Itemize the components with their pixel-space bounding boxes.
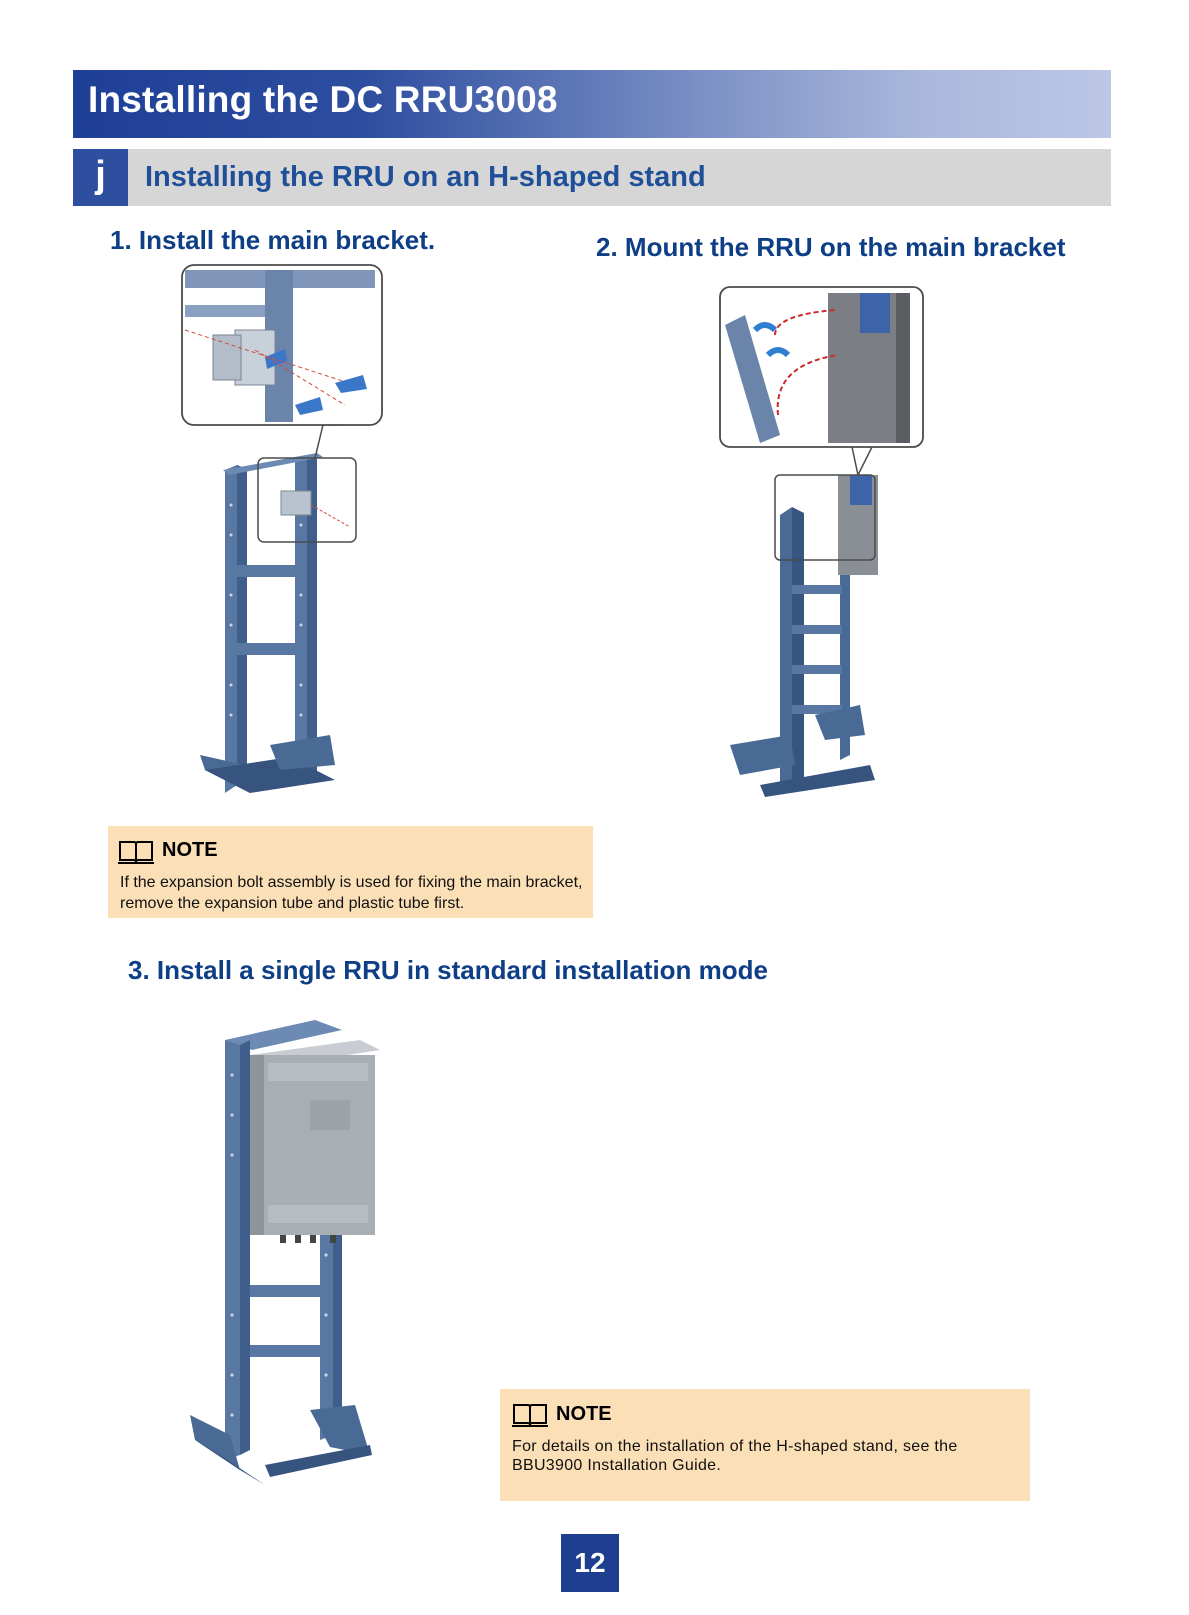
step-3-heading: 3. Install a single RRU in standard inst…: [128, 955, 769, 985]
page-number: 12: [574, 1547, 606, 1578]
step-1-heading: 1. Install the main bracket.: [110, 225, 436, 255]
note-box-1: [108, 826, 593, 918]
page-title: Installing the DC RRU3008: [88, 79, 558, 120]
note-1-title: NOTE: [162, 839, 218, 861]
single-rru-illustration: [190, 1020, 380, 1485]
page-number-box: [561, 1534, 619, 1592]
note-2-title: NOTE: [556, 1403, 612, 1425]
section-marker-letter: j: [95, 154, 106, 196]
note-box-2: [500, 1389, 1030, 1501]
main-bracket-illustration: [181, 264, 383, 793]
note-1-text: If the expansion bolt assembly is used f…: [120, 874, 583, 912]
section-bar: [73, 149, 1111, 206]
book-icon: [118, 841, 154, 864]
book-icon: [512, 1404, 548, 1427]
title-bar: [73, 70, 1111, 138]
step-2-heading: 2. Mount the RRU on the main bracket: [596, 232, 1066, 262]
rru-mount-illustration: [719, 286, 924, 797]
section-title: Installing the RRU on an H-shaped stand: [145, 161, 706, 193]
note-2-text: For details on the installation of the H…: [512, 1438, 958, 1474]
section-marker: [73, 149, 128, 206]
